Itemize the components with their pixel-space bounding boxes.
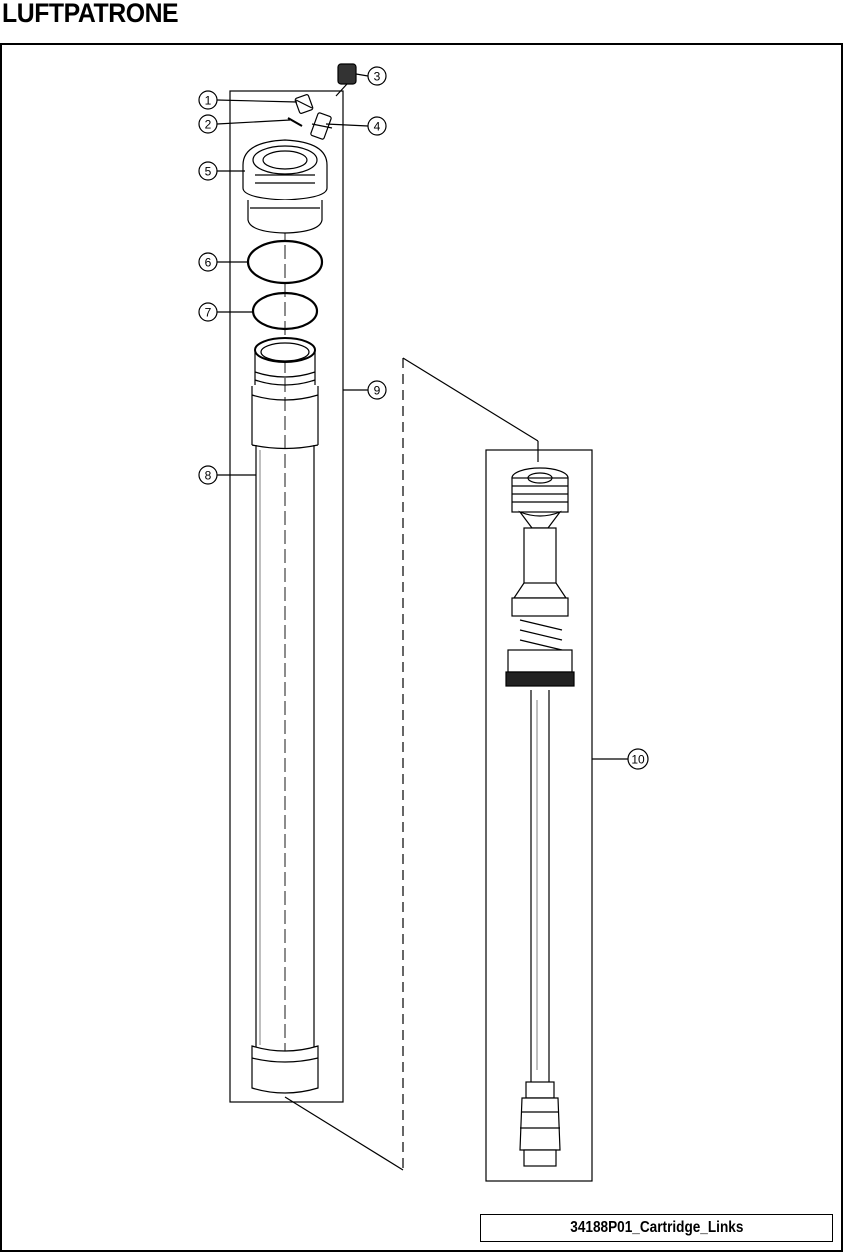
group-box-air-cartridge bbox=[229, 90, 344, 1103]
svg-text:6: 6 bbox=[205, 256, 212, 270]
callout-5: 5 bbox=[198, 161, 218, 181]
group-box-piston-rod bbox=[485, 449, 593, 1182]
callout-10: 10 bbox=[627, 748, 649, 770]
svg-text:8: 8 bbox=[205, 469, 212, 483]
part-piston-rod-10 bbox=[505, 467, 575, 1167]
drawing-caption: 34188P01_Cartridge_Links bbox=[480, 1214, 833, 1242]
svg-text:5: 5 bbox=[205, 165, 212, 179]
svg-text:3: 3 bbox=[374, 70, 381, 84]
callout-3: 3 bbox=[367, 66, 387, 86]
callout-2: 2 bbox=[198, 114, 218, 134]
drawing-frame bbox=[0, 43, 843, 1252]
svg-text:7: 7 bbox=[205, 306, 212, 320]
callout-9: 9 bbox=[367, 380, 387, 400]
svg-text:4: 4 bbox=[374, 120, 381, 134]
callout-4: 4 bbox=[367, 116, 387, 136]
caption-text: 34188P01_Cartridge_Links bbox=[569, 1219, 744, 1236]
callout-6: 6 bbox=[198, 252, 218, 272]
page-title: LUFTPATRONE bbox=[2, 0, 179, 28]
callout-7: 7 bbox=[198, 302, 218, 322]
part-cap-3 bbox=[335, 63, 357, 97]
svg-text:1: 1 bbox=[205, 94, 212, 108]
svg-text:2: 2 bbox=[205, 118, 212, 132]
svg-text:9: 9 bbox=[374, 384, 381, 398]
part-valve-4 bbox=[310, 112, 333, 140]
part-o-ring-7 bbox=[251, 291, 319, 331]
part-tube-8 bbox=[251, 337, 319, 1094]
part-top-cap-5 bbox=[242, 139, 328, 234]
callout-1: 1 bbox=[198, 90, 218, 110]
callout-8: 8 bbox=[198, 465, 218, 485]
part-valve-1 bbox=[294, 94, 314, 114]
part-pin-2 bbox=[287, 117, 303, 127]
svg-text:10: 10 bbox=[631, 753, 645, 767]
